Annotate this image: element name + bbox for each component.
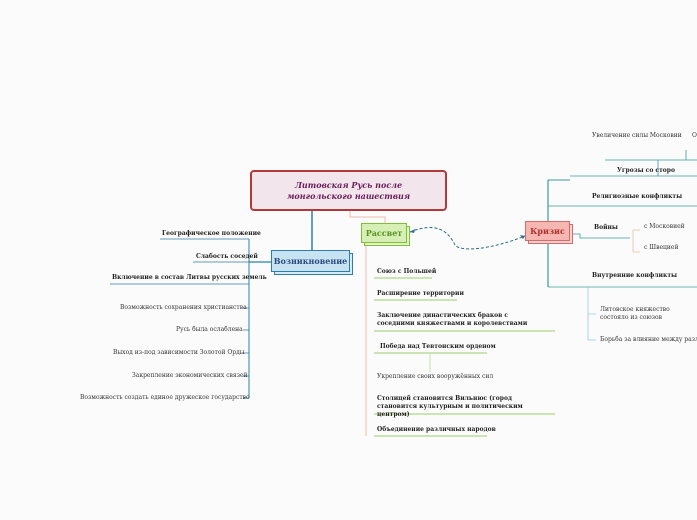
- topic-threats[interactable]: Угрозы со сторо: [617, 167, 675, 174]
- topic-christianity[interactable]: Возможность сохранения христианства: [120, 304, 247, 311]
- topic-united-state[interactable]: Возможность создать единое дружеское гос…: [80, 394, 250, 401]
- topic-religious-conflicts[interactable]: Религиозные конфликты: [592, 193, 683, 200]
- topic-economic-links[interactable]: Закрепление экономических связей: [132, 372, 248, 379]
- topic-influence-struggle[interactable]: Борьба за влияние между различ: [600, 336, 697, 343]
- topic-war-sweden[interactable]: с Швецией: [644, 244, 679, 251]
- topic-golden-horde[interactable]: Выход из-под зависимости Золотой Орды: [113, 349, 245, 356]
- branch-vozniknovenie[interactable]: Возникновение: [271, 250, 350, 272]
- topic-war-moscow[interactable]: с Московией: [644, 223, 685, 230]
- topic-teutonic-victory[interactable]: Победа над Тевтонским орденом: [380, 343, 496, 350]
- branch-krizis[interactable]: Кризис: [525, 221, 570, 241]
- topic-peoples-unification[interactable]: Объединение различных народов: [377, 426, 496, 433]
- topic-armed-forces[interactable]: Укрепление своих вооружённых сил: [377, 373, 494, 380]
- topic-internal-conflicts[interactable]: Внутренние конфликты: [592, 272, 678, 279]
- topic-union-poland[interactable]: Союз с Польшей: [377, 268, 437, 275]
- topic-unions[interactable]: Литовское княжество состояло из союзов: [600, 306, 670, 321]
- root-topic[interactable]: Литовская Русь после монгольского нашест…: [250, 170, 447, 211]
- branch-rassvet[interactable]: Рассвет: [361, 223, 407, 243]
- topic-inclusion-russian-lands[interactable]: Включение в состав Литвы русских земель: [112, 274, 267, 281]
- topic-geography[interactable]: Географическое положение: [162, 230, 261, 237]
- topic-vilnius-capital[interactable]: Столицей становится Вильнюс (город стано…: [377, 395, 523, 418]
- topic-dynastic-marriages[interactable]: Заключение династических браков с соседн…: [377, 312, 528, 327]
- topic-weak-neighbours[interactable]: Слабость соседей: [196, 253, 258, 260]
- topic-moscow-power[interactable]: Увеличение силы Московии: [592, 132, 682, 139]
- topic-wars[interactable]: Войны: [594, 224, 618, 231]
- topic-threat-cut[interactable]: О: [692, 132, 697, 139]
- topic-territory-expansion[interactable]: Расширение территории: [377, 290, 464, 297]
- topic-rus-weakened[interactable]: Русь была ослаблена: [176, 326, 243, 333]
